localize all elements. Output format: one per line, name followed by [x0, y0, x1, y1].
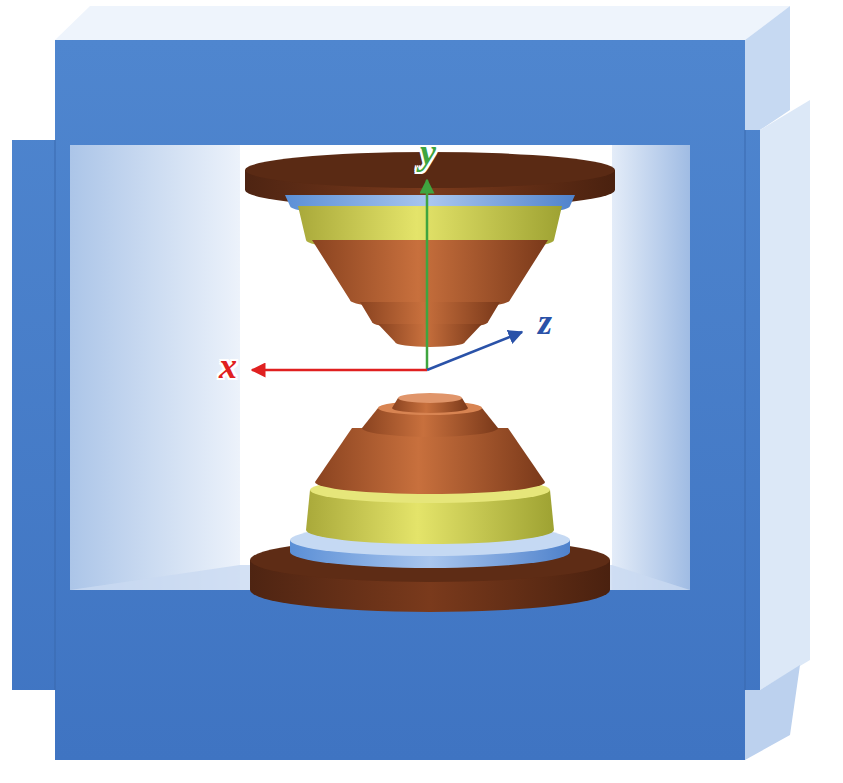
- upper-pole: [245, 152, 615, 347]
- axes: [252, 180, 522, 370]
- axis-label: z: [538, 304, 552, 340]
- lower-pole: [250, 393, 610, 612]
- axis-label: y: [420, 134, 436, 170]
- axis-label: x: [219, 348, 237, 384]
